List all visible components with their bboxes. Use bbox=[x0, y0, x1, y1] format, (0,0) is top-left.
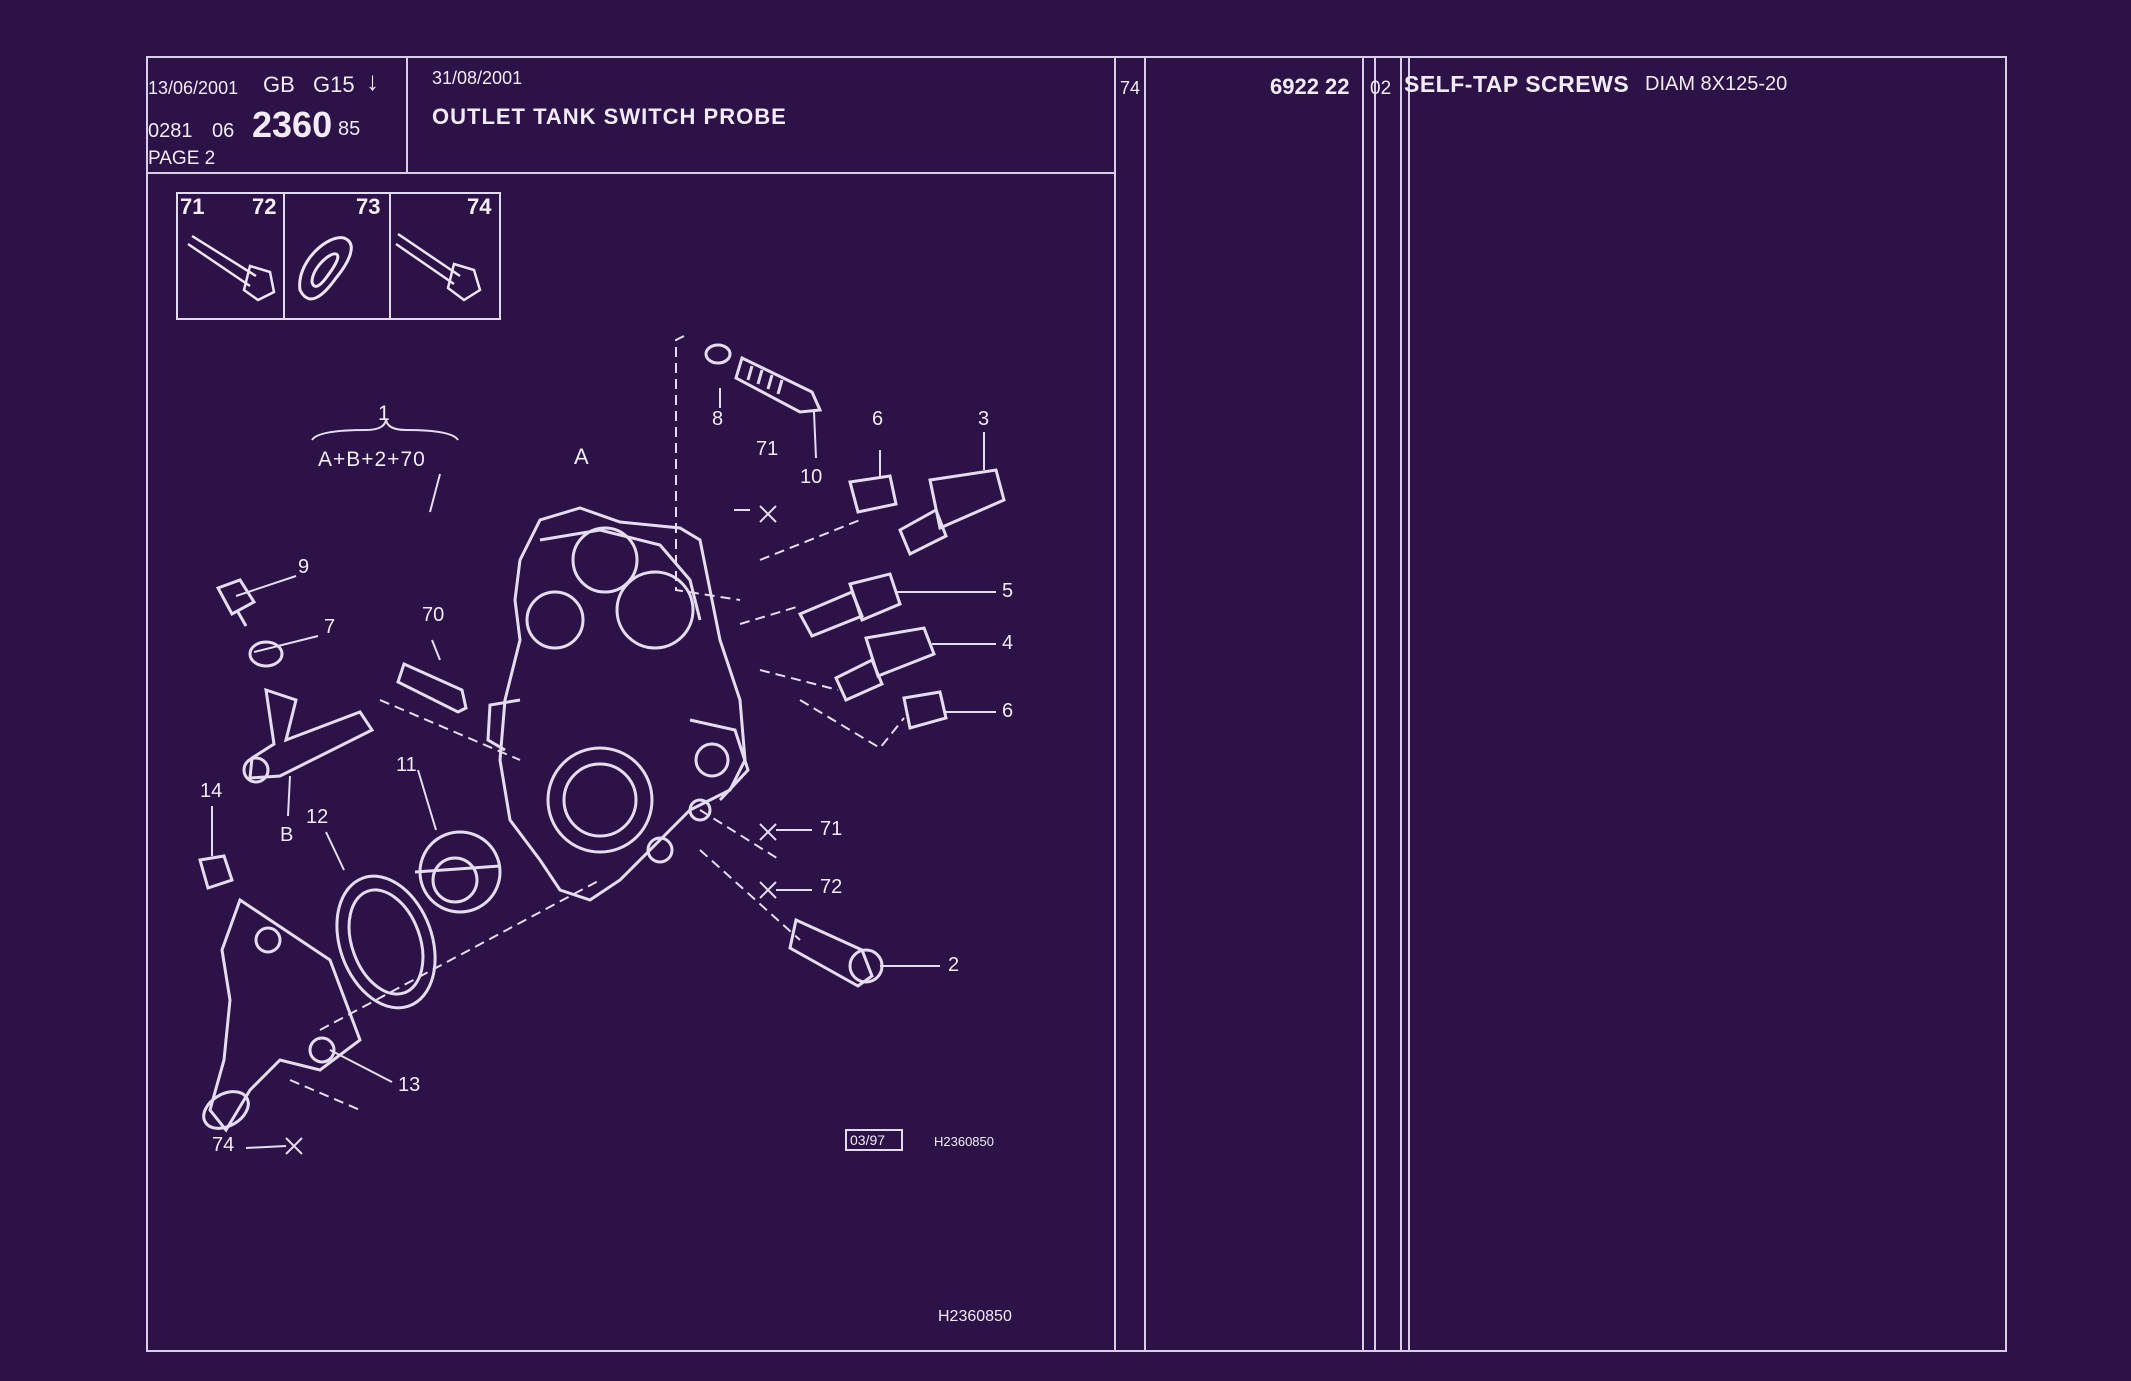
header-ref-suffix: 85 bbox=[338, 118, 361, 140]
label-6-bottom: 6 bbox=[1002, 700, 1014, 722]
label-12: 12 bbox=[306, 806, 329, 828]
assembly-number: 1 bbox=[378, 402, 390, 425]
column-divider-6 bbox=[1408, 56, 1410, 1352]
date-box bbox=[845, 1129, 903, 1151]
label-3: 3 bbox=[978, 408, 990, 430]
header-page: PAGE 2 bbox=[148, 148, 216, 169]
bolt-9 bbox=[215, 578, 257, 627]
diagram-ref-small: H2360850 bbox=[934, 1134, 994, 1149]
thumbnail-icons bbox=[187, 232, 482, 302]
label-8: 8 bbox=[712, 408, 724, 430]
thumbnail-label-73: 73 bbox=[356, 194, 381, 219]
outlet-elbow-13 bbox=[202, 897, 362, 1133]
assembly-formula: A+B+2+70 bbox=[318, 448, 426, 471]
label-11: 11 bbox=[396, 754, 417, 776]
tee-pipe-b bbox=[242, 687, 375, 784]
label-7: 7 bbox=[324, 616, 336, 638]
page-title: OUTLET TANK SWITCH PROBE bbox=[432, 104, 787, 129]
label-6-top: 6 bbox=[872, 408, 884, 430]
column-divider-5 bbox=[1400, 56, 1402, 1352]
label-9: 9 bbox=[298, 556, 310, 578]
column-divider-3 bbox=[1362, 56, 1364, 1352]
assembly-lines bbox=[289, 335, 905, 1111]
header-arrow: ↓ bbox=[366, 66, 379, 96]
screw-74-icon bbox=[395, 232, 482, 302]
thermostat-housing bbox=[486, 506, 750, 902]
header-date-left: 13/06/2001 bbox=[148, 78, 239, 98]
parts-row-part-number: 6922 22 bbox=[1270, 74, 1350, 99]
label-5: 5 bbox=[1002, 580, 1014, 602]
screw-71-72-icon bbox=[187, 234, 276, 302]
seal-12 bbox=[335, 874, 437, 1010]
thermostat-11 bbox=[414, 830, 502, 914]
parts-row-ref: 74 bbox=[1120, 78, 1141, 98]
washer-7 bbox=[248, 640, 284, 668]
column-divider-2 bbox=[1144, 56, 1146, 1352]
thumbnail-label-74: 74 bbox=[467, 194, 492, 219]
leader-lines bbox=[211, 388, 996, 1149]
label-2: 2 bbox=[948, 954, 960, 976]
label-14: 14 bbox=[200, 780, 223, 802]
header-lang: GB bbox=[263, 72, 295, 97]
parts-row-description-detail: DIAM 8X125-20 bbox=[1645, 73, 1788, 95]
reference-crosses bbox=[285, 505, 777, 1155]
sensor-5 bbox=[797, 572, 902, 638]
label-4: 4 bbox=[1002, 632, 1014, 654]
label-13: 13 bbox=[398, 1074, 421, 1096]
label-74: 74 bbox=[212, 1134, 235, 1156]
parts-row-description: SELF-TAP SCREWS bbox=[1404, 71, 1630, 97]
header-ref-main: 2360 bbox=[252, 104, 333, 145]
thumbnail-strip: 71 72 73 74 bbox=[176, 192, 501, 320]
thumbnail-label-71: 71 bbox=[180, 194, 205, 219]
cap-14 bbox=[198, 854, 234, 890]
sleeve-2 bbox=[788, 917, 884, 988]
header-ref-prefix: 0281 bbox=[148, 120, 193, 142]
document-frame bbox=[146, 56, 2007, 1352]
thumbnail-label-72: 72 bbox=[252, 194, 277, 219]
label-71-top: 71 bbox=[756, 438, 779, 460]
header-divider bbox=[146, 172, 1114, 174]
column-divider-1 bbox=[1114, 56, 1116, 1352]
sensor-4 bbox=[834, 626, 936, 702]
label-71-bottom: 71 bbox=[820, 818, 843, 840]
diagram-ref-bottom: H2360850 bbox=[938, 1308, 1012, 1325]
header-date-right: 31/08/2001 bbox=[432, 68, 523, 88]
plug-6a bbox=[848, 474, 898, 514]
label-A: A bbox=[574, 444, 589, 469]
sensor-3 bbox=[898, 468, 1006, 557]
plug-6b bbox=[902, 690, 948, 730]
diagram-date-box-text: 03/97 bbox=[850, 1132, 886, 1148]
column-divider-4 bbox=[1374, 56, 1376, 1352]
header-vertical-divider bbox=[406, 56, 408, 174]
label-10: 10 bbox=[800, 466, 823, 488]
header-code: G15 bbox=[313, 72, 355, 97]
gasket-73-icon bbox=[298, 236, 353, 301]
exploded-diagram bbox=[198, 335, 1006, 1155]
label-B: B bbox=[280, 824, 294, 846]
header-ref-mid: 06 bbox=[212, 120, 235, 142]
sleeve-70 bbox=[396, 661, 468, 714]
label-70: 70 bbox=[422, 604, 445, 626]
screw-10 bbox=[704, 343, 823, 414]
parts-row-qty: 02 bbox=[1370, 78, 1392, 99]
assembly-brace bbox=[311, 419, 459, 441]
label-72: 72 bbox=[820, 876, 843, 898]
